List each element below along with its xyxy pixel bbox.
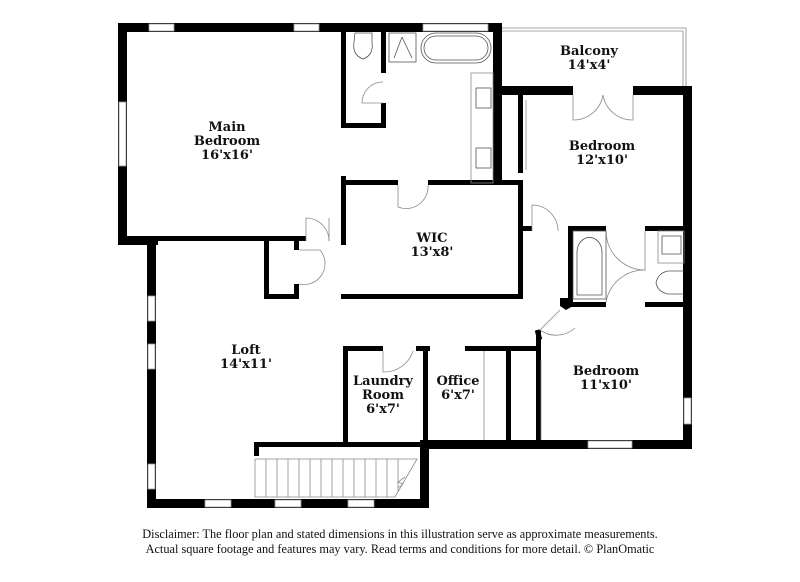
disclaimer-line-2: Actual square footage and features may v… [145, 542, 655, 556]
windows [118, 23, 692, 508]
room-dimensions: 16'x16' [201, 148, 253, 163]
room-label-balcony: Balcony 14'x4' [560, 45, 618, 73]
room-dimensions: 6'x7' [366, 402, 400, 417]
room-name: Loft [231, 343, 261, 358]
room-label-bedroom-2: Bedroom 11'x10' [573, 365, 639, 393]
room-label-main-bedroom: Main Bedroom 16'x16' [194, 121, 260, 163]
room-dimensions: 14'x4' [567, 58, 611, 73]
room-dimensions: 11'x10' [580, 378, 632, 393]
bathroom-fixtures [353, 32, 685, 440]
room-label-bedroom-1: Bedroom 12'x10' [569, 140, 635, 168]
room-dimensions: 12'x10' [576, 153, 628, 168]
room-label-laundry-room: Laundry Room 6'x7' [353, 375, 413, 417]
room-name: Balcony [560, 44, 618, 59]
room-name: Laundry [353, 374, 413, 389]
staircase [254, 458, 418, 498]
room-dimensions: 13'x8' [410, 245, 454, 260]
balcony-railing [500, 27, 687, 86]
room-name: WIC [416, 231, 448, 246]
interior-walls [118, 23, 685, 456]
room-name: Office [436, 374, 480, 389]
room-name: Bedroom [193, 134, 261, 149]
room-label-office: Office 6'x7' [436, 375, 479, 403]
room-label-loft: Loft 14'x11' [220, 344, 272, 372]
room-name: Room [362, 388, 404, 403]
room-name: Bedroom [572, 364, 640, 379]
room-label-wic: WIC 13'x8' [411, 232, 454, 260]
disclaimer: Disclaimer: The floor plan and stated di… [0, 527, 800, 557]
room-dimensions: 14'x11' [220, 357, 272, 372]
room-name: Main [208, 120, 246, 135]
disclaimer-line-1: Disclaimer: The floor plan and stated di… [142, 527, 658, 541]
doors [298, 81, 646, 373]
room-name: Bedroom [568, 139, 636, 154]
room-dimensions: 6'x7' [441, 388, 475, 403]
